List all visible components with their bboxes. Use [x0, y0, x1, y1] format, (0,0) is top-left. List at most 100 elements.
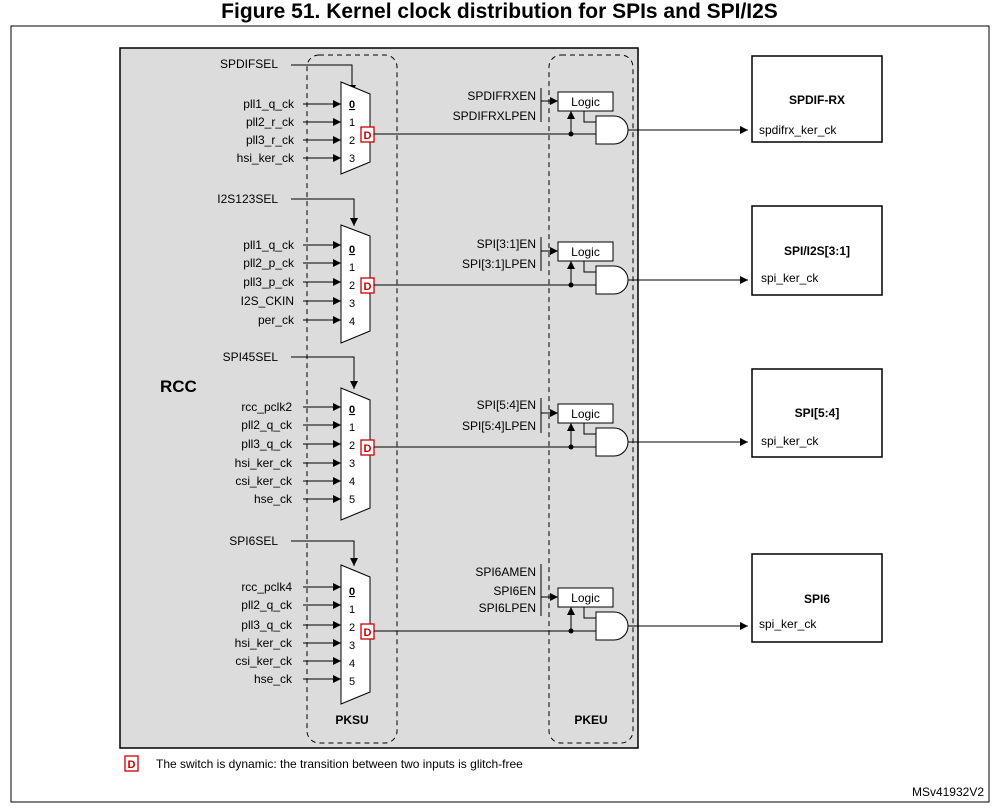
mux-input-label: pll2_q_ck [241, 418, 293, 432]
mux-group-spdif: SPDIFSEL pll1_q_ck 0 pll2_r_ck 1 pll3_r_… [220, 55, 883, 175]
mux-index: 0 [349, 404, 355, 416]
legend-marker-glyph: D [128, 759, 136, 771]
mux-index: 4 [349, 476, 355, 488]
mux-input-label: hsi_ker_ck [237, 151, 295, 165]
legend-text: The switch is dynamic: the transition be… [156, 757, 523, 771]
enable-label: SPI[5:4]LPEN [462, 419, 536, 433]
mux-index: 0 [349, 244, 355, 256]
peripheral-box [751, 205, 883, 296]
mux-group-spi123: I2S123SEL pll1_q_ck 0 pll2_p_ck 1 pll3_p… [217, 192, 883, 344]
and-gate [595, 427, 629, 457]
mux-group-spi45: SPI45SEL rcc_pclk2 0 pll2_q_ck 1 pll3_q_… [223, 350, 883, 521]
sel-label: SPI45SEL [223, 350, 279, 364]
mux-input-label: pll3_r_ck [246, 133, 295, 147]
sel-line [291, 356, 358, 389]
mux-input-label: hse_ck [254, 672, 293, 686]
mux-index: 3 [349, 640, 355, 652]
mux-index: 1 [349, 117, 355, 129]
legend-marker [124, 755, 139, 772]
logic-label: Logic [571, 407, 600, 421]
dynamic-switch-glyph: D [364, 627, 372, 639]
mux-index: 5 [349, 676, 355, 688]
enable-label: SPDIFRXLPEN [453, 109, 536, 123]
and-gate [595, 115, 629, 145]
pksu-label: PKSU [335, 713, 368, 727]
enable-label: SPI[5:4]EN [477, 398, 536, 412]
mux-index: 3 [349, 153, 355, 165]
peripheral-name: SPI[5:4] [795, 406, 840, 420]
logic-box [557, 403, 614, 424]
mux-index: 5 [349, 494, 355, 506]
mux-input-label: hse_ck [254, 492, 293, 506]
enable-label: SPDIFRXEN [467, 89, 536, 103]
peripheral-name: SPDIF-RX [789, 93, 845, 107]
peripheral-clock: spi_ker_ck [761, 434, 819, 448]
legend: D The switch is dynamic: the transition … [124, 755, 523, 772]
sel-label: SPI6SEL [229, 534, 278, 548]
mux-index: 0 [349, 586, 355, 598]
enable-label: SPI[3:1]LPEN [462, 257, 536, 271]
figure-id: MSv41932V2 [912, 785, 984, 799]
peripheral-clock: spi_ker_ck [761, 271, 819, 285]
mux-input-label: pll1_q_ck [243, 97, 295, 111]
mux-input-label: pll2_r_ck [246, 115, 295, 129]
mux-index: 4 [349, 658, 355, 670]
logic-label: Logic [571, 95, 600, 109]
mux-input-label: per_ck [258, 313, 295, 327]
logic-out-line [583, 111, 596, 123]
mux-input-label: pll1_q_ck [243, 238, 295, 252]
peripheral-box [751, 368, 883, 458]
peripheral-clock: spdifrx_ker_ck [759, 123, 837, 137]
logic-label: Logic [571, 591, 600, 605]
mux-index: 1 [349, 262, 355, 274]
mux-input-label: csi_ker_ck [235, 654, 293, 668]
mux-shape [340, 224, 371, 344]
peripheral-name: SPI/I2S[3:1] [784, 244, 850, 258]
mux-index: 1 [349, 604, 355, 616]
and-gate [595, 611, 629, 641]
dynamic-switch-glyph: D [364, 130, 372, 142]
mux-index: 2 [349, 440, 355, 452]
sel-line [291, 198, 358, 226]
peripheral-clock: spi_ker_ck [759, 617, 817, 631]
figure-title: Figure 51. Kernel clock distribution for… [221, 0, 778, 23]
dynamic-switch-glyph: D [364, 281, 372, 293]
mux-index: 2 [349, 622, 355, 634]
logic-label: Logic [571, 245, 600, 259]
mux-shape [340, 81, 371, 175]
mux-index: 4 [349, 316, 355, 328]
and-gate [595, 265, 629, 295]
mux-input-label: pll2_q_ck [241, 598, 293, 612]
mux-index: 2 [349, 280, 355, 292]
pkeu-label: PKEU [574, 713, 607, 727]
figure-frame [10, 25, 990, 803]
peripheral-box [751, 553, 883, 643]
mux-shape [340, 564, 371, 705]
mux-group-spi6: SPI6SEL rcc_pclk4 0 pll2_q_ck 1 pll3_q_c… [229, 534, 883, 705]
dynamic-switch-glyph: D [364, 443, 372, 455]
mux-index: 1 [349, 422, 355, 434]
logic-box [557, 91, 614, 112]
mux-index: 2 [349, 135, 355, 147]
pksu-container [306, 54, 398, 744]
mux-index: 3 [349, 458, 355, 470]
enable-label: SPI6AMEN [475, 565, 536, 579]
logic-out-line [583, 261, 596, 273]
enable-label: SPI6LPEN [479, 601, 536, 615]
mux-input-label: I2S_CKIN [241, 294, 294, 308]
logic-out-line [583, 607, 596, 619]
peripheral-box [751, 55, 883, 143]
mux-input-label: pll3_p_ck [243, 275, 295, 289]
pkeu-container [548, 54, 634, 744]
mux-input-label: csi_ker_ck [235, 474, 293, 488]
mux-input-label: rcc_pclk2 [241, 400, 292, 414]
enable-label: SPI6EN [493, 584, 536, 598]
sel-line [291, 64, 356, 93]
sel-label: I2S123SEL [217, 192, 278, 206]
mux-shape [340, 387, 371, 521]
enable-label: SPI[3:1]EN [477, 237, 536, 251]
sel-line [291, 540, 358, 566]
mux-input-label: rcc_pclk4 [241, 580, 292, 594]
mux-index: 3 [349, 298, 355, 310]
